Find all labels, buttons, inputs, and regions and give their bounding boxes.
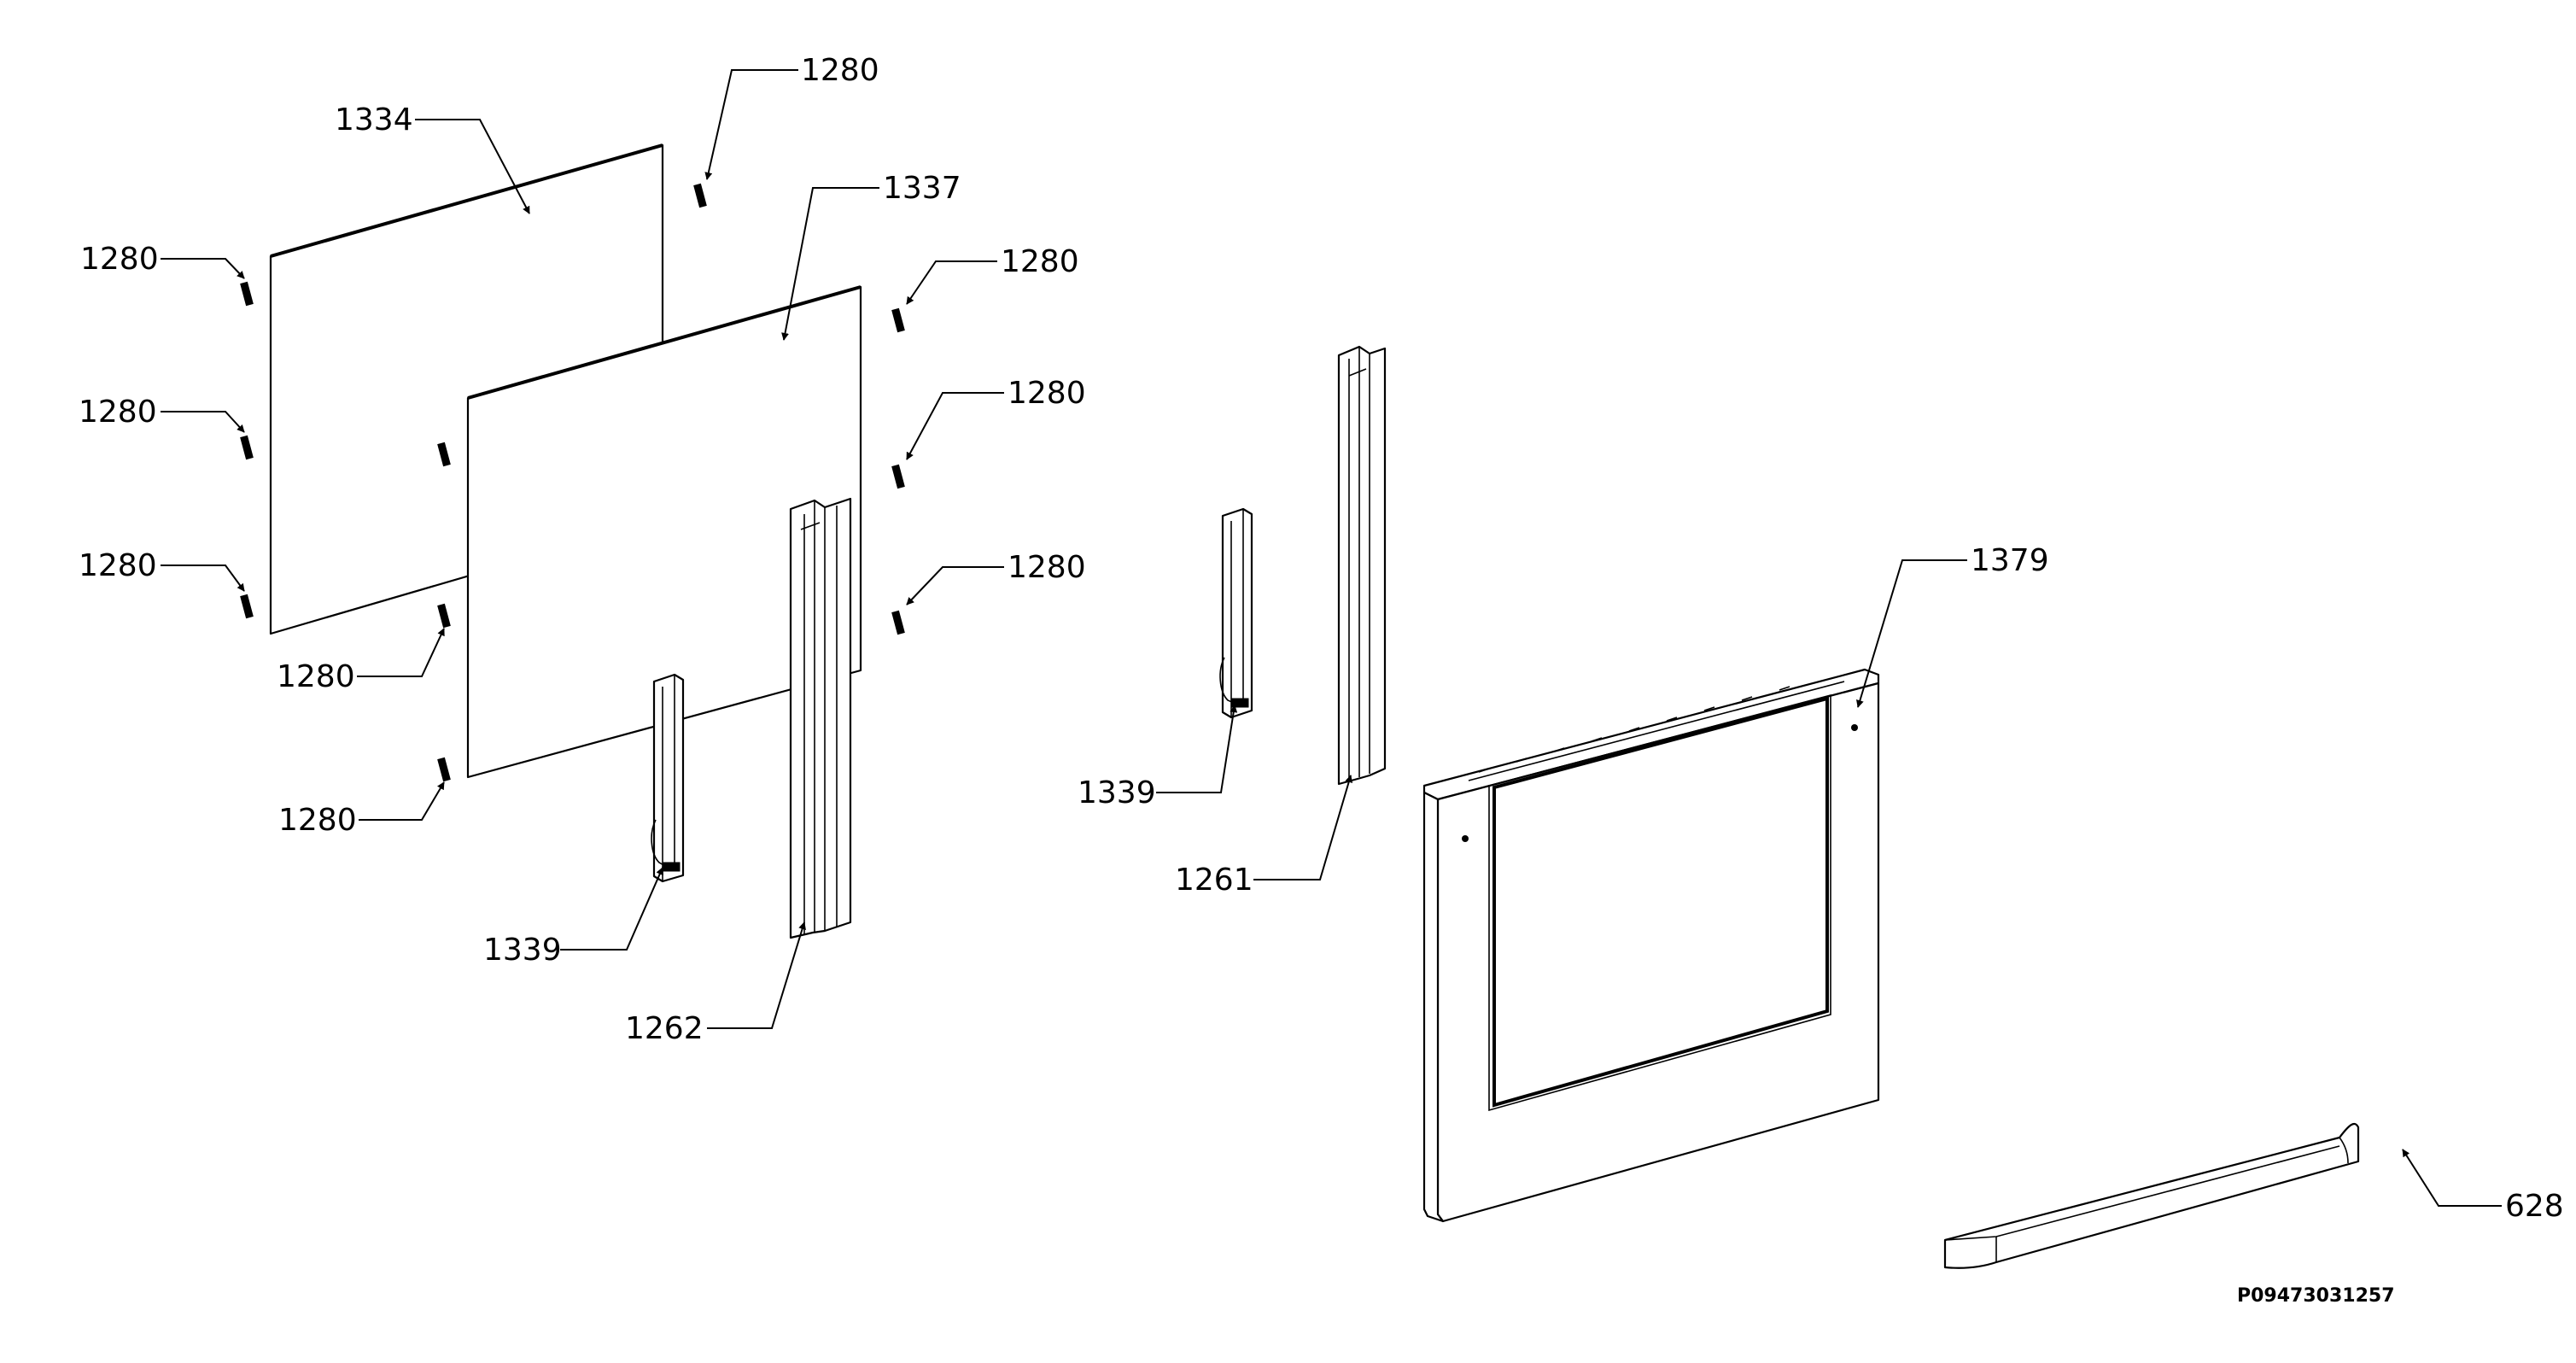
glass-panel-1337: [466, 285, 862, 779]
callout-1280-right-3: 1280: [1008, 550, 1086, 585]
clips-left-1280: [240, 281, 254, 619]
callout-1280-right-2: 1280: [1008, 376, 1086, 411]
callout-1280-mid-2: 1280: [278, 803, 357, 838]
door-panel-1379: [1422, 668, 1880, 1223]
callout-1280-mid-1: 1280: [277, 659, 355, 694]
bracket-1339-right: [1219, 507, 1253, 719]
callout-628: 628: [2505, 1189, 2564, 1224]
profile-1261: [1337, 345, 1387, 786]
clip-top-1280: [693, 183, 707, 208]
callout-1334: 1334: [335, 102, 413, 137]
handle-628: [1943, 1122, 2360, 1269]
clips-mid-1280: [437, 442, 451, 782]
callout-1379: 1379: [1971, 543, 2049, 578]
bracket-1339-left: [651, 673, 685, 883]
profile-1262: [789, 497, 852, 939]
callout-1280-top: 1280: [801, 53, 879, 88]
callout-1339-left: 1339: [483, 933, 562, 968]
callout-1339-right: 1339: [1078, 775, 1156, 810]
callout-1280-left-1: 1280: [80, 242, 159, 277]
callout-1280-left-3: 1280: [79, 548, 157, 583]
clips-right-1280: [891, 307, 905, 635]
callout-1261: 1261: [1175, 863, 1253, 898]
callout-1280-right-1: 1280: [1001, 244, 1079, 279]
vent-slots: [1468, 681, 1845, 781]
callout-1262: 1262: [625, 1011, 704, 1046]
callout-1337: 1337: [883, 171, 961, 206]
drawing-code: P09473031257: [2237, 1285, 2395, 1307]
callout-1280-left-2: 1280: [79, 395, 157, 430]
leader-lines: [161, 69, 2502, 1207]
